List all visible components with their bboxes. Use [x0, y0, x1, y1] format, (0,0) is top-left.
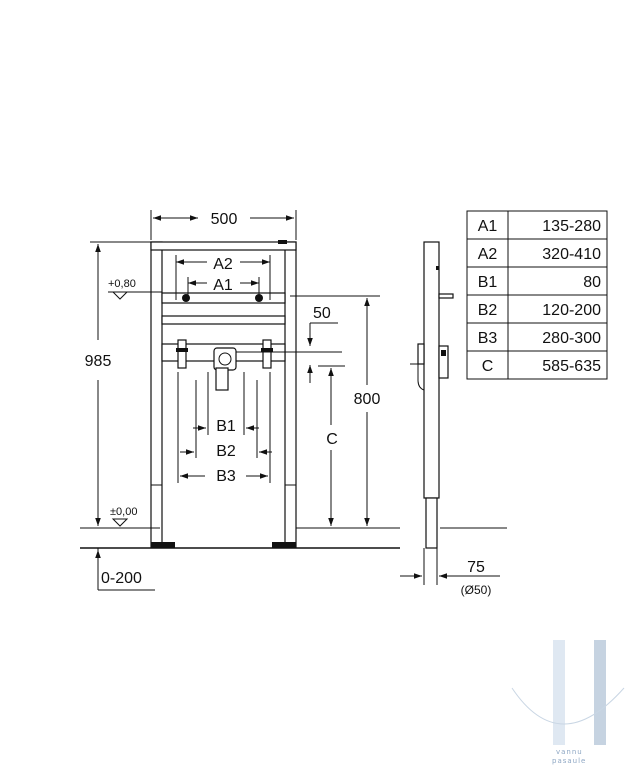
- table-row-label: B1: [478, 274, 498, 291]
- table-row-label: A2: [478, 246, 498, 263]
- table-row-value: 280-300: [542, 330, 601, 347]
- width-label: 500: [211, 211, 238, 228]
- a-dimensions: A2 A1: [175, 255, 271, 300]
- level-floor-mark: ±0,00: [110, 506, 137, 527]
- b-dimensions: B1 B2 B3: [177, 372, 272, 485]
- c-label: C: [326, 431, 338, 448]
- height-dimension: 985: [85, 241, 151, 526]
- b2-label: B2: [216, 443, 236, 460]
- table-row-value: 80: [583, 274, 601, 291]
- table-row-label: C: [482, 358, 494, 375]
- level-top-mark: +0,80: [108, 278, 162, 300]
- floor-range-label: 0-200: [101, 570, 142, 587]
- table-row-label: B3: [478, 330, 498, 347]
- a2-label: A2: [213, 256, 233, 273]
- d75-dimension: 75 (Ø50): [400, 548, 500, 597]
- watermark-line1: vannu: [556, 748, 583, 756]
- b3-label: B3: [216, 468, 236, 485]
- d800-dimension: 800: [290, 295, 381, 526]
- width-dimension: 500: [150, 210, 297, 240]
- watermark-logo: vannu pasaule: [511, 640, 625, 765]
- floor-lines: [80, 527, 507, 549]
- table-row-value: 135-280: [542, 218, 601, 235]
- side-view-frame: [410, 241, 454, 549]
- floor-range-dimension: 0-200: [95, 548, 155, 591]
- table-row-value: 585-635: [542, 358, 601, 375]
- b1-label: B1: [216, 418, 236, 435]
- d75-label: 75: [467, 559, 485, 576]
- table-row-label: A1: [478, 218, 498, 235]
- level-top-label: +0,80: [108, 278, 136, 290]
- level-floor-label: ±0,00: [110, 506, 137, 518]
- d50-label: 50: [313, 305, 331, 322]
- a1-label: A1: [213, 277, 233, 294]
- table-row-value: 120-200: [542, 302, 601, 319]
- d50-dimension: 50: [236, 305, 342, 383]
- d800-label: 800: [354, 391, 381, 408]
- height-label: 985: [85, 353, 112, 370]
- c-dimension: C: [318, 365, 345, 526]
- watermark-line2: pasaule: [552, 757, 586, 765]
- dia50-label: (Ø50): [461, 583, 492, 597]
- table-row-value: 320-410: [542, 246, 601, 263]
- table-row-label: B2: [478, 302, 498, 319]
